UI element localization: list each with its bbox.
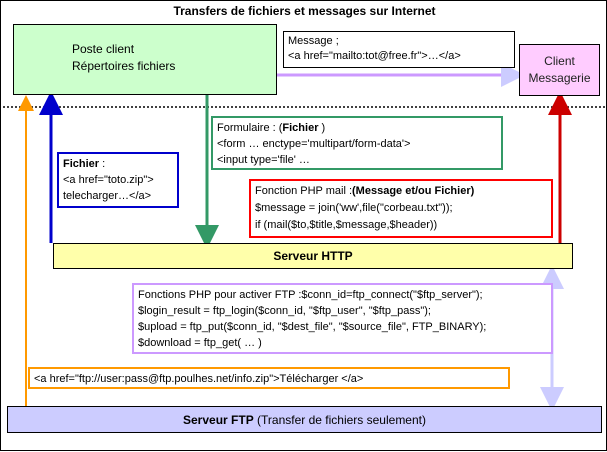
php-mail-note-line3: if (mail($to,$title,$message,$header)) — [255, 219, 438, 231]
message-note-line2: <a href="mailto:tot@free.fr">…</a> — [288, 50, 461, 62]
php-mail-note-line2: $message = join('ww',file("corbeau.txt")… — [255, 202, 453, 214]
ftp-functions-line2: $login_result = ftp_login($conn_id, "$ft… — [138, 305, 431, 317]
form-note-line1: Formulaire : (Fichier ) — [217, 122, 326, 134]
ftp-link-note: <a href="ftp://user:pass@ftp.poulhes.net… — [28, 367, 510, 389]
file-download-note-line3: telecharger…</a> — [63, 190, 152, 202]
file-download-note: Fichier : <a href="toto.zip"> telecharge… — [57, 152, 179, 208]
file-download-note-line2: <a href="toto.zip"> — [63, 174, 154, 186]
diagram-title: Transfers de fichiers et messages sur In… — [173, 4, 436, 18]
client-label: Poste client Répertoires fichiers — [72, 41, 175, 75]
ftp-functions-line3: $upload = ftp_put($conn_id, "$dest_file"… — [138, 321, 487, 333]
ftp-server-node: Serveur FTP (Transfer de fichiers seulem… — [7, 406, 602, 433]
mail-client-line1: Client — [544, 54, 575, 68]
ftp-functions-line4: $download = ftp_get( … ) — [138, 337, 262, 349]
mail-client-node: Client Messagerie — [519, 44, 600, 96]
file-download-note-line1: Fichier : — [63, 158, 106, 170]
form-note: Formulaire : (Fichier ) <form … enctype=… — [211, 116, 503, 170]
php-mail-note-line1: Fonction PHP mail :(Message et/ou Fichie… — [255, 185, 475, 197]
client-label-line2: Répertoires fichiers — [72, 59, 176, 73]
ftp-functions-line1: Fonctions PHP pour activer FTP :$conn_id… — [138, 289, 483, 301]
mail-client-line2: Messagerie — [528, 71, 591, 85]
ftp-link-text: <a href="ftp://user:pass@ftp.poulhes.net… — [34, 373, 364, 385]
ftp-server-label: Serveur FTP — [183, 412, 254, 427]
http-server-node: Serveur HTTP — [53, 243, 573, 269]
form-note-line3: <input type='file' … — [217, 154, 310, 166]
http-server-label: Serveur HTTP — [273, 249, 353, 263]
message-note: Message ; <a href="mailto:tot@free.fr">…… — [283, 31, 515, 68]
ftp-functions-note: Fonctions PHP pour activer FTP :$conn_id… — [132, 283, 553, 354]
message-note-line1: Message ; — [288, 35, 339, 47]
client-node: Poste client Répertoires fichiers — [13, 24, 277, 95]
client-label-line1: Poste client — [72, 42, 135, 56]
ftp-server-description: (Transfer de fichiers seulement) — [253, 412, 426, 427]
form-note-line2: <form … enctype='multipart/form-data'> — [217, 138, 411, 150]
php-mail-note: Fonction PHP mail :(Message et/ou Fichie… — [249, 179, 553, 238]
